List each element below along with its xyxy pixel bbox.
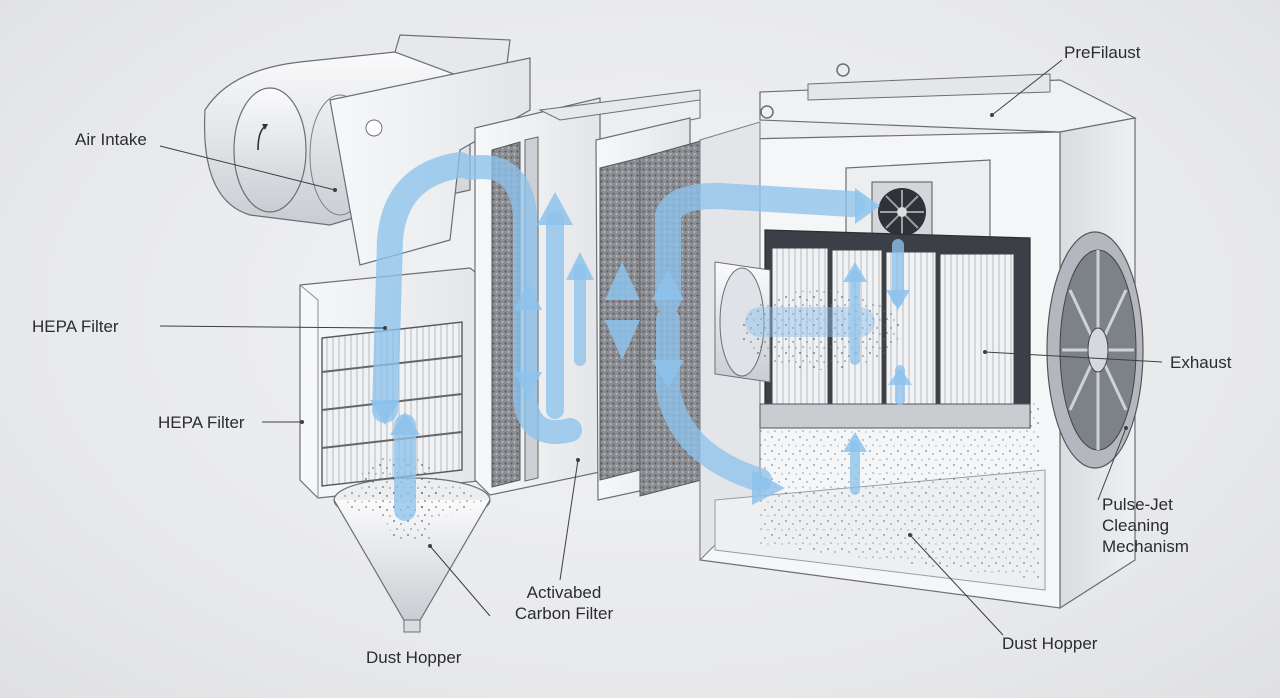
label-exhaust: Exhaust [1170,353,1232,372]
label-prefilter: PreFilaust [1064,43,1141,62]
label-pulse-jet-cleaning: Pulse-Jet Cleaning Mechanism [1102,494,1189,557]
left-module [203,34,531,633]
pulse-jet-wheel-icon [1046,231,1144,469]
label-pulse-jet-line3: Mechanism [1102,537,1189,556]
label-hepa-filter-lower: HEPA Filter [158,413,245,432]
airflow-arrow-icon [370,188,912,505]
airflow-paths [372,152,905,521]
label-activated-carbon-line1: Activabed [526,583,602,602]
label-air-intake: Air Intake [75,130,147,149]
leader-lines [159,59,1163,636]
label-activated-carbon-line2: Carbon Filter [514,604,614,623]
intake-duct-icon [233,87,307,213]
label-dust-hopper-right: Dust Hopper [1002,634,1098,653]
label-pulse-jet-line2: Cleaning [1102,516,1170,535]
label-activated-carbon-filter: Activabed Carbon Filter [504,582,624,624]
label-pulse-jet-line1: Pulse-Jet [1102,495,1173,514]
label-dust-hopper-left: Dust Hopper [366,648,462,667]
label-hepa-filter-upper: HEPA Filter [32,317,119,336]
